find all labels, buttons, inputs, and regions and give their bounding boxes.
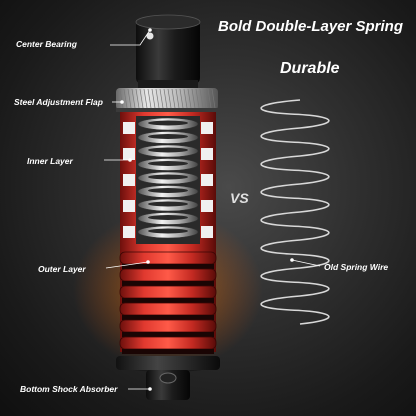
outer-coil [119, 336, 217, 350]
outer-coil-gap [122, 281, 214, 286]
bottom-shock-absorber [116, 356, 220, 400]
inner-coil-gap [148, 215, 188, 220]
outer-coil [119, 251, 217, 265]
spring-body [119, 112, 217, 354]
subheadline: Durable [280, 60, 340, 77]
cage-window [123, 174, 135, 186]
inner-coil-gap [148, 120, 188, 126]
callout-inner-layer: Inner Layer [27, 156, 73, 166]
cage-window [201, 174, 213, 186]
outer-coil-gap [122, 332, 214, 337]
vs-label: VS [230, 190, 249, 206]
inner-coil-gap [148, 147, 188, 153]
outer-coil-gap [122, 264, 214, 269]
cage-window [123, 148, 135, 160]
callout-bottom-shock-absorber: Bottom Shock Absorber [20, 384, 118, 394]
cage-window [201, 226, 213, 238]
callout-dots [120, 28, 294, 391]
old-spring-coil [260, 99, 330, 325]
callout-lines [104, 29, 321, 390]
callout-old-spring-wire: Old Spring Wire [324, 262, 389, 272]
outer-coil [119, 285, 217, 299]
inner-coil-gap [148, 134, 188, 139]
cage-window [201, 200, 213, 212]
cage-window [201, 148, 213, 160]
inner-coil-gap [148, 174, 188, 180]
outer-coil [119, 302, 217, 316]
outer-coil [119, 319, 217, 333]
cage-window [123, 122, 135, 134]
steel-adjustment-flap [116, 88, 218, 112]
center-bearing-cap [135, 14, 201, 88]
cage-window [123, 226, 135, 238]
inner-coil-gap [148, 188, 188, 193]
outer-coil [119, 268, 217, 282]
headline: Bold Double-Layer Spring [218, 18, 404, 35]
inner-coil-gap [148, 228, 188, 234]
callout-center-bearing: Center Bearing [16, 39, 77, 49]
callout-steel-adjustment-flap: Steel Adjustment Flap [14, 97, 103, 107]
old-spring-wire [260, 99, 330, 325]
outer-coil-gap [122, 298, 214, 303]
outer-coil-gap [122, 349, 214, 354]
callout-outer-layer: Outer Layer [38, 264, 86, 274]
cage-window [201, 122, 213, 134]
inner-coil-gap [148, 201, 188, 207]
inner-coil-gap [148, 161, 188, 166]
cage-window [123, 200, 135, 212]
outer-coil-gap [122, 315, 214, 320]
